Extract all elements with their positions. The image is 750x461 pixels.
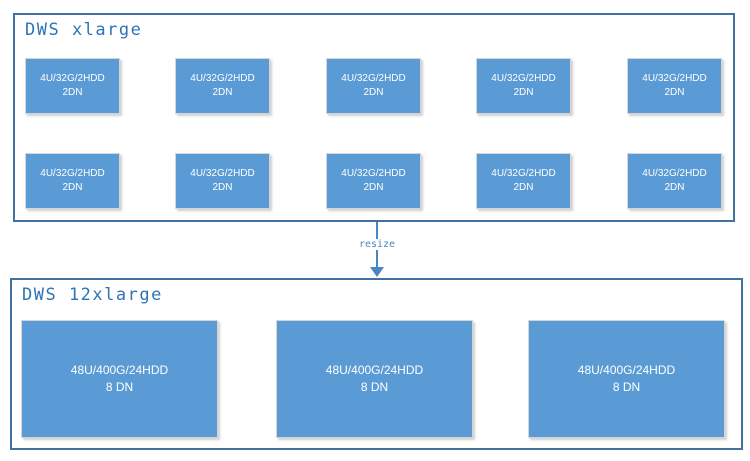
node-dn-count: 2DN (664, 87, 685, 98)
server-node: 4U/32G/2HDD 2DN (326, 58, 421, 114)
server-node: 48U/400G/24HDD 8 DN (528, 320, 725, 438)
node-dn-count: 2DN (363, 87, 384, 98)
arrow-down-icon (370, 267, 384, 277)
group-dws-12xlarge: DWS 12xlarge 48U/400G/24HDD 8 DN 48U/400… (10, 278, 743, 450)
resize-label: resize (352, 239, 402, 250)
node-spec: 4U/32G/2HDD (341, 73, 406, 84)
node-spec: 4U/32G/2HDD (491, 73, 556, 84)
node-dn-count: 2DN (62, 87, 83, 98)
node-spec: 4U/32G/2HDD (190, 73, 255, 84)
node-dn-count: 8 DN (105, 380, 134, 394)
node-dn-count: 8 DN (612, 380, 641, 394)
server-node: 4U/32G/2HDD 2DN (476, 58, 571, 114)
server-node: 4U/32G/2HDD 2DN (627, 58, 722, 114)
node-spec: 48U/400G/24HDD (577, 362, 676, 377)
server-node: 4U/32G/2HDD 2DN (476, 153, 571, 209)
group-dws-xlarge: DWS xlarge 4U/32G/2HDD 2DN 4U/32G/2HDD 2… (13, 13, 735, 222)
node-dn-count: 2DN (664, 182, 685, 193)
node-dn-count: 8 DN (360, 380, 389, 394)
node-dn-count: 2DN (513, 182, 534, 193)
node-spec: 4U/32G/2HDD (40, 73, 105, 84)
node-dn-count: 2DN (62, 182, 83, 193)
node-dn-count: 2DN (513, 87, 534, 98)
node-spec: 4U/32G/2HDD (642, 73, 707, 84)
node-dn-count: 2DN (363, 182, 384, 193)
node-spec: 48U/400G/24HDD (325, 362, 424, 377)
server-node: 4U/32G/2HDD 2DN (25, 58, 120, 114)
node-spec: 4U/32G/2HDD (642, 168, 707, 179)
node-dn-count: 2DN (212, 182, 233, 193)
node-dn-count: 2DN (212, 87, 233, 98)
server-node: 4U/32G/2HDD 2DN (175, 153, 270, 209)
node-spec: 48U/400G/24HDD (70, 362, 169, 377)
server-node: 4U/32G/2HDD 2DN (25, 153, 120, 209)
node-spec: 4U/32G/2HDD (341, 168, 406, 179)
server-node: 48U/400G/24HDD 8 DN (276, 320, 473, 438)
group-title-dws-12xlarge: DWS 12xlarge (22, 285, 163, 305)
node-spec: 4U/32G/2HDD (491, 168, 556, 179)
server-node: 4U/32G/2HDD 2DN (326, 153, 421, 209)
server-node: 4U/32G/2HDD 2DN (627, 153, 722, 209)
node-spec: 4U/32G/2HDD (40, 168, 105, 179)
server-node: 4U/32G/2HDD 2DN (175, 58, 270, 114)
server-node: 48U/400G/24HDD 8 DN (21, 320, 218, 438)
node-spec: 4U/32G/2HDD (190, 168, 255, 179)
group-title-dws-xlarge: DWS xlarge (25, 20, 143, 40)
